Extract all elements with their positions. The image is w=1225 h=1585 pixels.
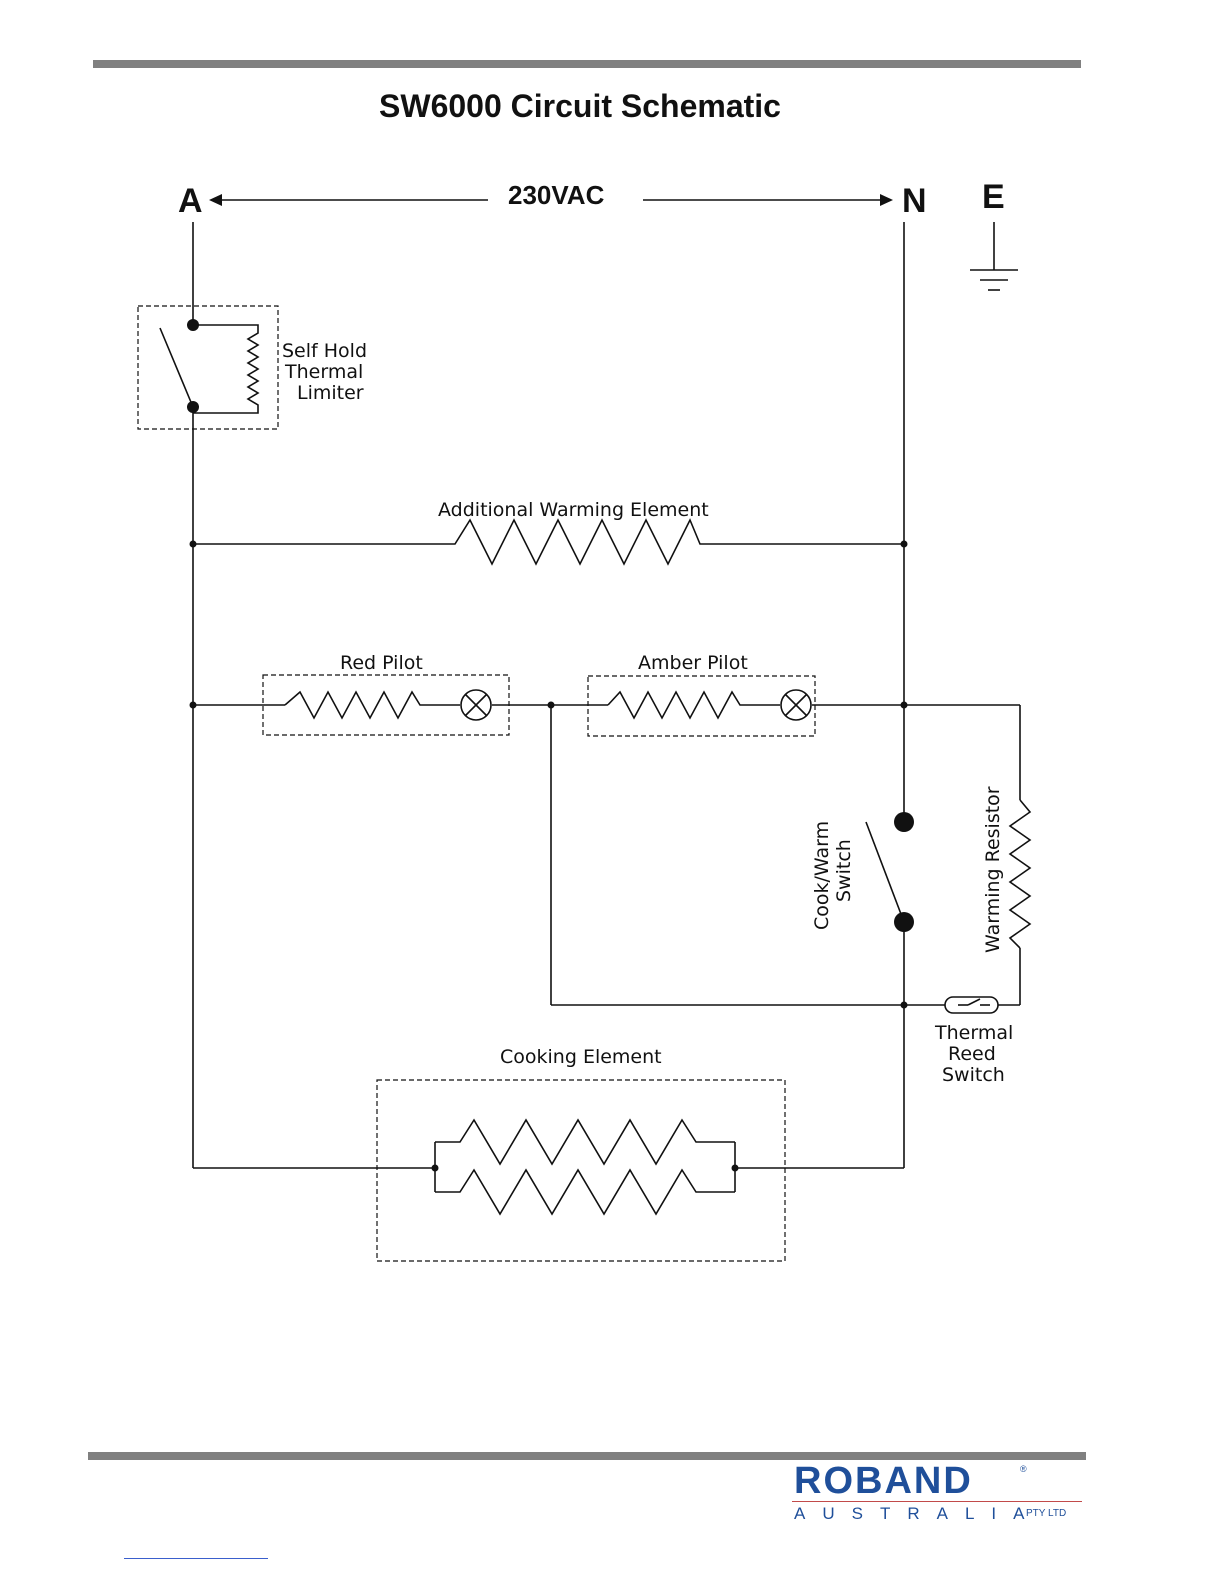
cooking-element-lower [435, 1170, 735, 1214]
limiter-switch-blade [160, 328, 193, 407]
self-hold-label-1: Self Hold [282, 340, 367, 362]
limiter-contact-bottom [187, 401, 199, 413]
self-hold-label-3: Limiter [297, 382, 364, 404]
terminal-n: N [902, 182, 927, 220]
warming-resistor-label: Warming Resistor [982, 786, 1004, 953]
self-hold-label-2: Thermal [284, 361, 363, 383]
cooking-element-upper [435, 1120, 735, 1164]
logo-registered: ® [1020, 1464, 1027, 1474]
cook-warm-switch-blade [866, 822, 904, 922]
arrow-right-head [880, 194, 893, 206]
red-pilot-box [263, 675, 509, 735]
cooking-element-box [377, 1080, 785, 1261]
voltage-label: 230VAC [508, 180, 605, 210]
amber-pilot-resistor [608, 692, 780, 718]
bottom-rule [88, 1452, 1086, 1460]
logo-divider [792, 1501, 1082, 1502]
roband-logo: ROBAND ® AUSTRALIA PTY LTD [792, 1460, 1092, 1524]
logo-name: ROBAND [794, 1460, 973, 1503]
thermal-reed-switch [945, 997, 998, 1013]
reed-label-3: Switch [942, 1064, 1005, 1086]
cooking-element-label: Cooking Element [500, 1046, 662, 1068]
cook-warm-contact-top [894, 812, 914, 832]
arrow-left-head [209, 194, 222, 206]
terminal-e: E [982, 178, 1005, 216]
red-pilot-label: Red Pilot [340, 652, 423, 674]
reed-label-1: Thermal [934, 1022, 1013, 1044]
footer-underline [124, 1558, 268, 1559]
logo-country: AUSTRALIA [794, 1504, 1041, 1524]
amber-pilot-label: Amber Pilot [638, 652, 748, 674]
additional-warming-label: Additional Warming Element [438, 499, 709, 521]
limiter-heater-resistor [193, 325, 258, 413]
warming-resistor [1010, 800, 1030, 948]
limiter-contact-top [187, 319, 199, 331]
additional-warming-element [193, 520, 904, 564]
cook-warm-label-1: Cook/Warm [811, 821, 833, 930]
terminal-a: A [178, 182, 203, 220]
cook-warm-label-2: Switch [833, 839, 855, 902]
reed-label-2: Reed [948, 1043, 996, 1065]
red-pilot-resistor [285, 692, 460, 718]
logo-suffix: PTY LTD [1026, 1508, 1066, 1519]
cook-warm-contact-bottom [894, 912, 914, 932]
